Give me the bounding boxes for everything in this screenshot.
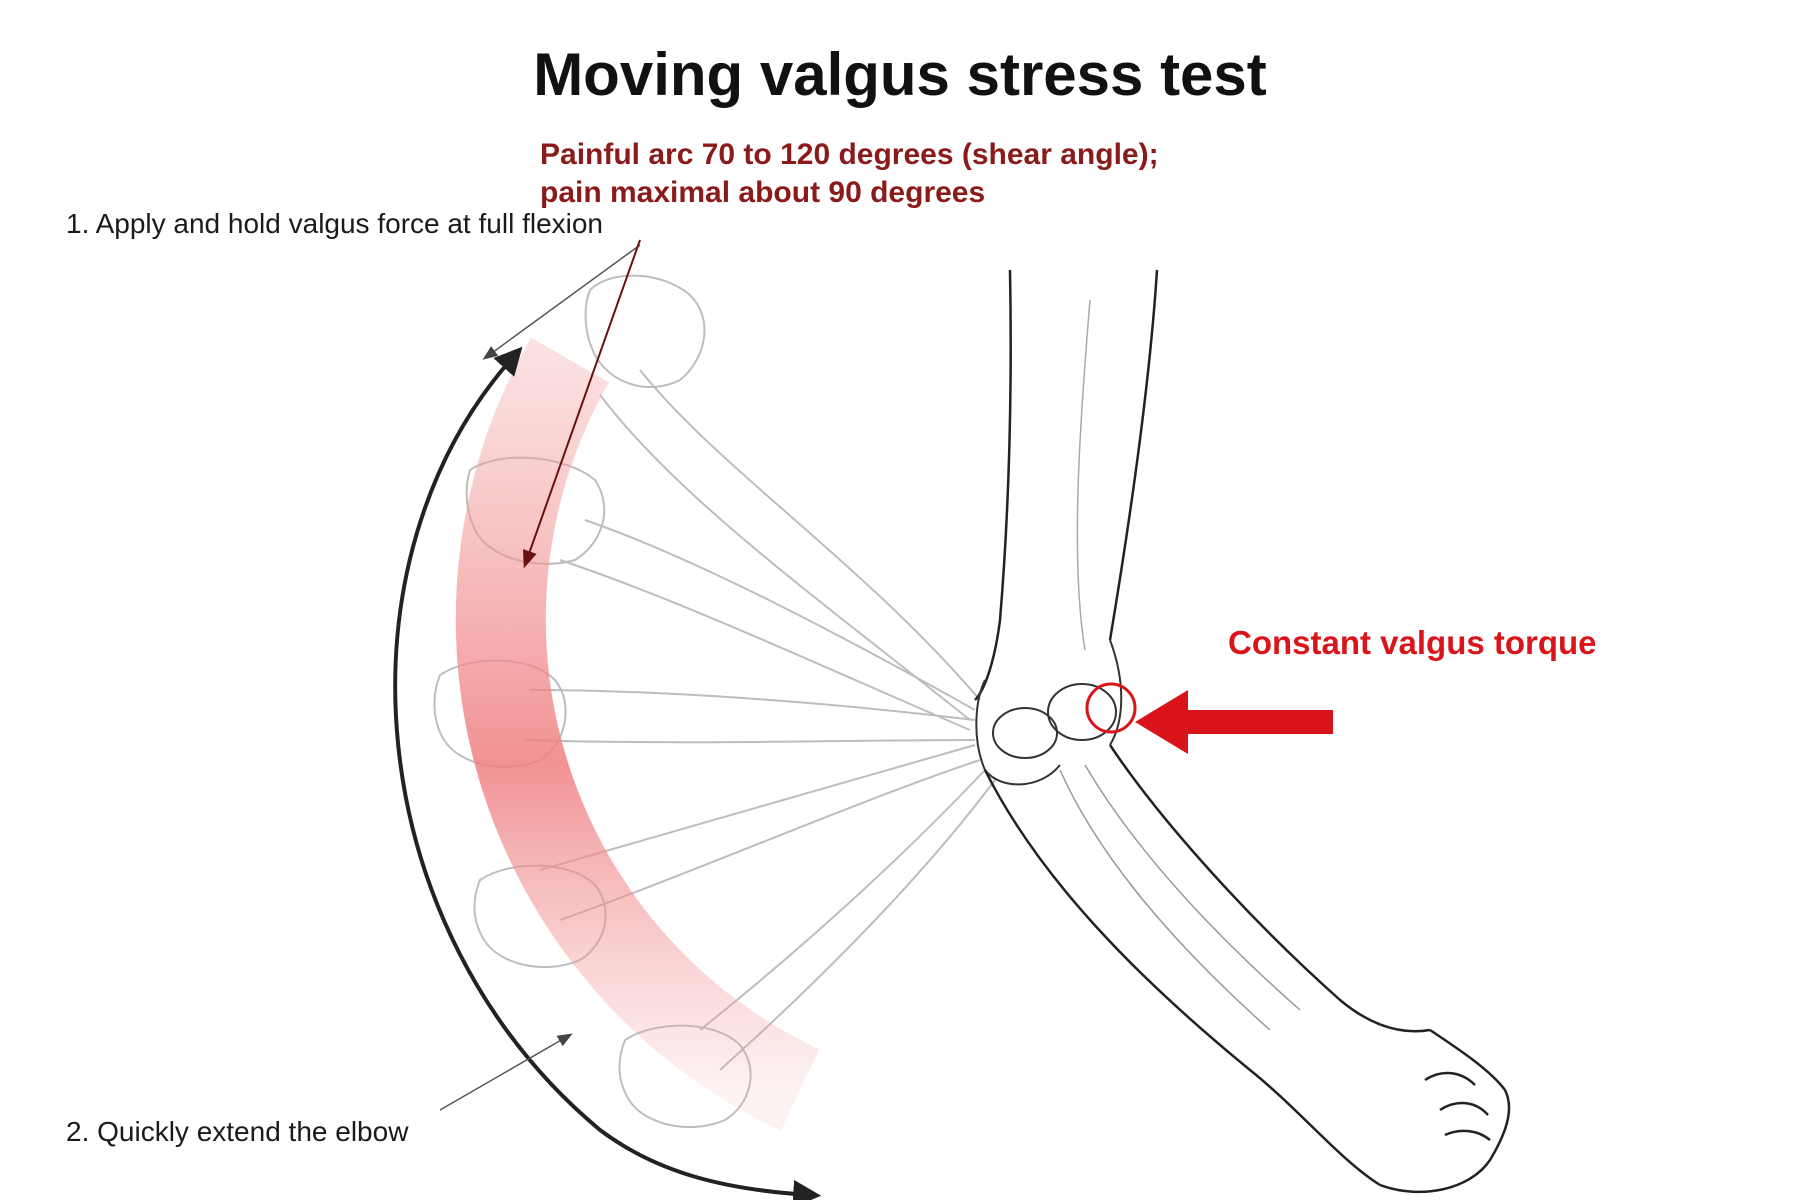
painful-arc-band xyxy=(455,337,820,1131)
torque-label: Constant valgus torque xyxy=(1228,624,1597,661)
forearm xyxy=(983,744,1431,1187)
upper-arm xyxy=(974,269,1159,701)
painful-arc-label-line1: Painful arc 70 to 120 degrees (shear ang… xyxy=(540,138,1159,171)
pain-arc-leader-line xyxy=(523,239,641,569)
motion-arrow-icon xyxy=(393,346,822,1200)
force-arrow-icon xyxy=(1135,690,1333,754)
elbow-marker-circle xyxy=(1085,682,1137,734)
step1-label: 1. Apply and hold valgus force at full f… xyxy=(66,208,604,239)
step2-leader-line xyxy=(439,1033,573,1111)
step2-label: 2. Quickly extend the elbow xyxy=(66,1116,409,1147)
painful-arc-label-line2: pain maximal about 90 degrees xyxy=(540,176,986,208)
step1-leader-line xyxy=(482,244,641,360)
elbow-joint xyxy=(975,639,1123,786)
fist xyxy=(1379,1028,1511,1194)
page-title: Moving valgus stress test xyxy=(533,41,1267,108)
painful-arc-label: Painful arc 70 to 120 degrees (shear ang… xyxy=(540,136,1159,208)
